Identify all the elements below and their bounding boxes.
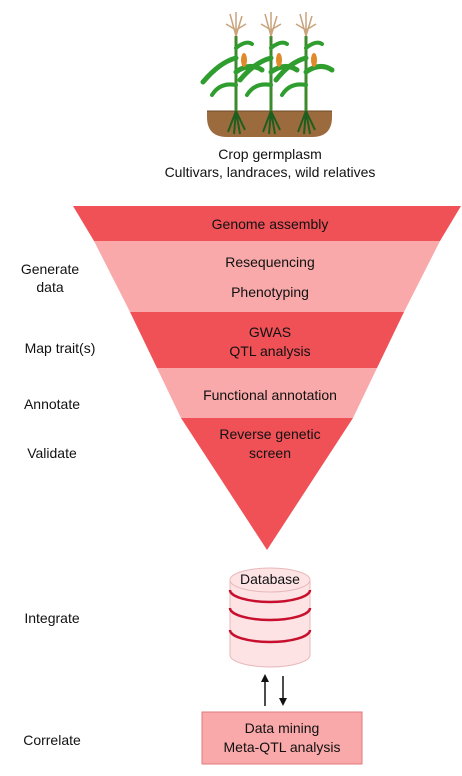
funnel-label-genome-assembly: Genome assembly bbox=[211, 216, 329, 232]
database-label: Database bbox=[240, 571, 300, 587]
maize-plant-3 bbox=[273, 12, 335, 135]
stage-generate-line-1: Generate bbox=[20, 261, 80, 277]
analysis-label-data-mining: Data mining bbox=[244, 720, 320, 736]
funnel-label-screen: screen bbox=[248, 445, 292, 461]
funnel-label-phenotyping: Phenotyping bbox=[231, 284, 309, 300]
stage-integrate: Integrate bbox=[24, 610, 80, 626]
analysis-label-meta-qtl: Meta-QTL analysis bbox=[223, 739, 341, 755]
funnel bbox=[73, 206, 461, 550]
funnel-label-qtl-analysis: QTL analysis bbox=[229, 343, 311, 359]
maize-plants-illustration bbox=[200, 12, 335, 137]
maize-plant-1 bbox=[200, 12, 265, 135]
funnel-layer-functional-annotation bbox=[157, 368, 377, 418]
funnel-label-gwas: GWAS bbox=[248, 324, 292, 340]
stage-map-traits: Map trait(s) bbox=[24, 340, 96, 356]
funnel-layer-gwas bbox=[130, 312, 404, 368]
germplasm-title: Crop germplasm bbox=[218, 146, 322, 162]
stage-generate: Generate data bbox=[10, 260, 90, 296]
funnel-label-reverse-genetic: Reverse genetic bbox=[219, 426, 321, 442]
maize-plant-2 bbox=[237, 12, 300, 135]
stage-generate-line-2: data bbox=[36, 279, 64, 295]
funnel-label-resequencing: Resequencing bbox=[225, 254, 315, 270]
funnel-layer-resequencing bbox=[94, 241, 440, 312]
down-arrow-icon bbox=[279, 676, 287, 706]
stage-validate: Validate bbox=[27, 445, 77, 461]
analysis-box bbox=[201, 711, 363, 765]
stage-correlate: Correlate bbox=[23, 732, 81, 748]
up-arrow-icon bbox=[261, 674, 269, 706]
germplasm-subtitle: Cultivars, landraces, wild relatives bbox=[164, 164, 376, 180]
stage-annotate: Annotate bbox=[23, 396, 81, 412]
funnel-label-functional-annotation: Functional annotation bbox=[203, 387, 337, 403]
database-icon bbox=[228, 567, 312, 668]
funnel-layer-reverse-genetic bbox=[181, 418, 353, 550]
funnel-layer-genome-assembly bbox=[73, 206, 461, 241]
